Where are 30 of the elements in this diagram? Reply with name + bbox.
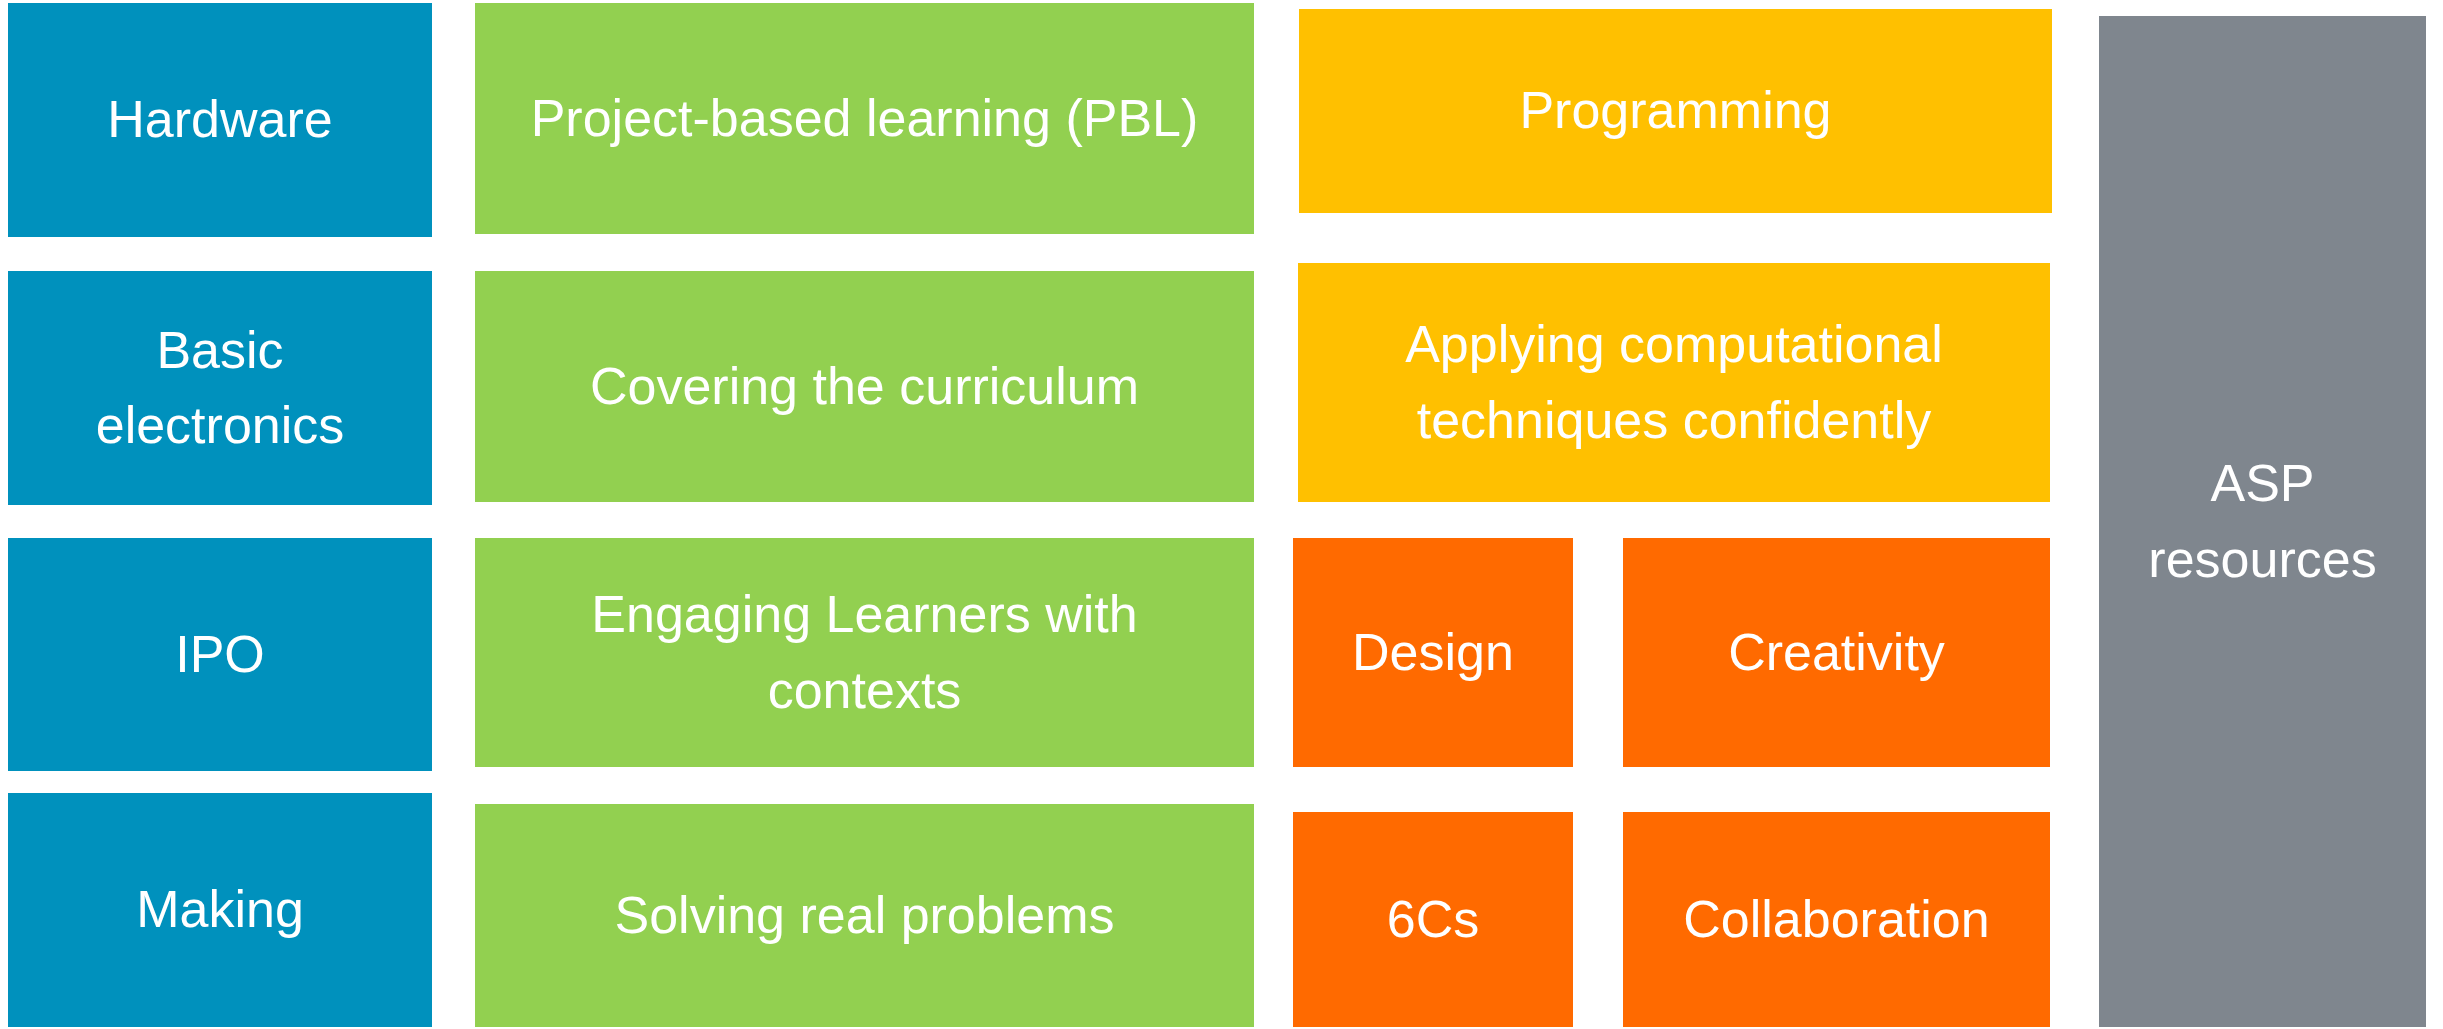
box-label: Programming [1519,80,1832,142]
category-box [8,271,432,505]
box-label: Hardware [107,89,333,151]
category-box [1623,812,2050,1027]
category-box [8,793,432,1027]
box-label: Creativity [1728,621,1945,683]
box-label: Engaging Learners with contexts [590,584,1139,721]
category-box [1298,263,2050,502]
box-label: Making [136,879,304,941]
box-label: IPO [175,623,265,685]
category-box [8,538,432,771]
category-box [475,3,1254,234]
box-label: Applying computational techniques confidently [1404,314,1944,451]
box-label: Basic electronics [94,319,346,456]
category-box [2099,16,2426,1027]
category-box [1299,9,2052,213]
category-box [475,538,1254,767]
box-label: Design [1352,621,1514,683]
box-label: Solving real problems [614,884,1115,946]
category-box [8,3,432,237]
category-box [475,271,1254,502]
box-label: ASP resources [2147,453,2378,590]
category-box [475,804,1254,1027]
box-label: Collaboration [1683,888,1990,950]
category-box [1623,538,2050,767]
category-box [1293,812,1573,1027]
category-box [1293,538,1573,767]
box-label: 6Cs [1386,888,1480,950]
box-label: Project-based learning (PBL) [530,87,1199,149]
box-label: Covering the curriculum [589,355,1140,417]
